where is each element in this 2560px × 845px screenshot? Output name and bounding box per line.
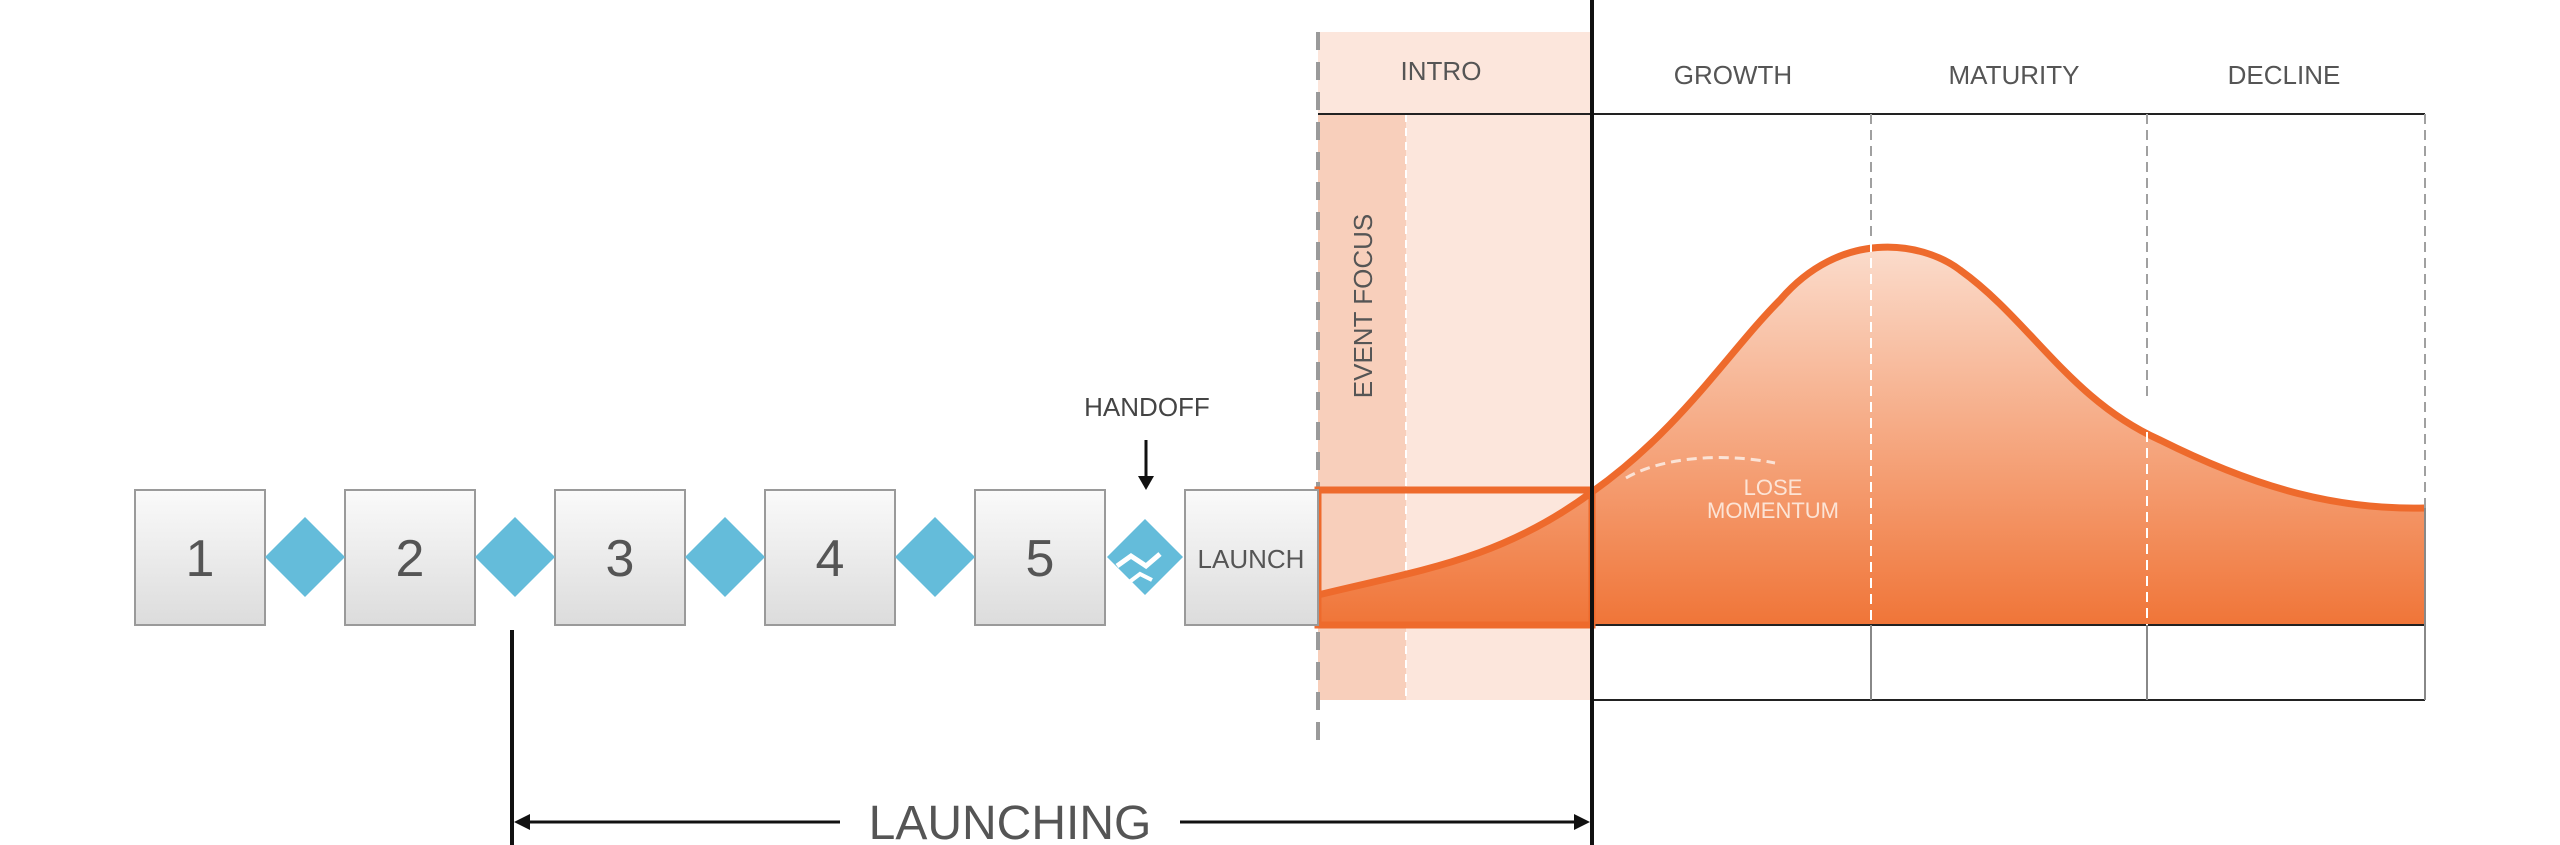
stage-box-5: 5	[974, 489, 1106, 626]
launch-box: LAUNCH	[1184, 489, 1319, 626]
stage-label: 2	[396, 530, 425, 588]
phase-label-growth: GROWTH	[1674, 60, 1792, 90]
launching-arrowhead-right	[1574, 814, 1590, 830]
launch-label: LAUNCH	[1198, 544, 1305, 574]
gate-diamond-3	[685, 517, 765, 597]
stage-label: 3	[606, 530, 635, 588]
handoff-arrow-head	[1138, 476, 1154, 490]
phase-label-decline: DECLINE	[2228, 60, 2341, 90]
stage-label: 5	[1026, 530, 1055, 588]
gate-diamond-4	[895, 517, 975, 597]
handoff-label: HANDOFF	[1084, 392, 1210, 422]
launching-arrowhead-left	[514, 814, 530, 830]
stage-label: 1	[186, 530, 215, 588]
stage-box-1: 1	[134, 489, 266, 626]
stage-box-4: 4	[764, 489, 896, 626]
lose-momentum-curve	[1625, 456, 1776, 480]
handoff-diamond	[1107, 519, 1183, 595]
phase-label-maturity: MATURITY	[1949, 60, 2080, 90]
gate-diamond-1	[265, 517, 345, 597]
stage-box-3: 3	[554, 489, 686, 626]
gate-diamond-2	[475, 517, 555, 597]
phase-label-intro: INTRO	[1401, 56, 1482, 86]
stage-box-2: 2	[344, 489, 476, 626]
lose-momentum-label-line1: LOSE	[1744, 475, 1803, 500]
lose-momentum-label-line2: MOMENTUM	[1707, 498, 1839, 523]
stage-label: 4	[816, 530, 845, 588]
launching-label: LAUNCHING	[869, 797, 1152, 845]
event-focus-label: EVENT FOCUS	[1348, 214, 1378, 398]
